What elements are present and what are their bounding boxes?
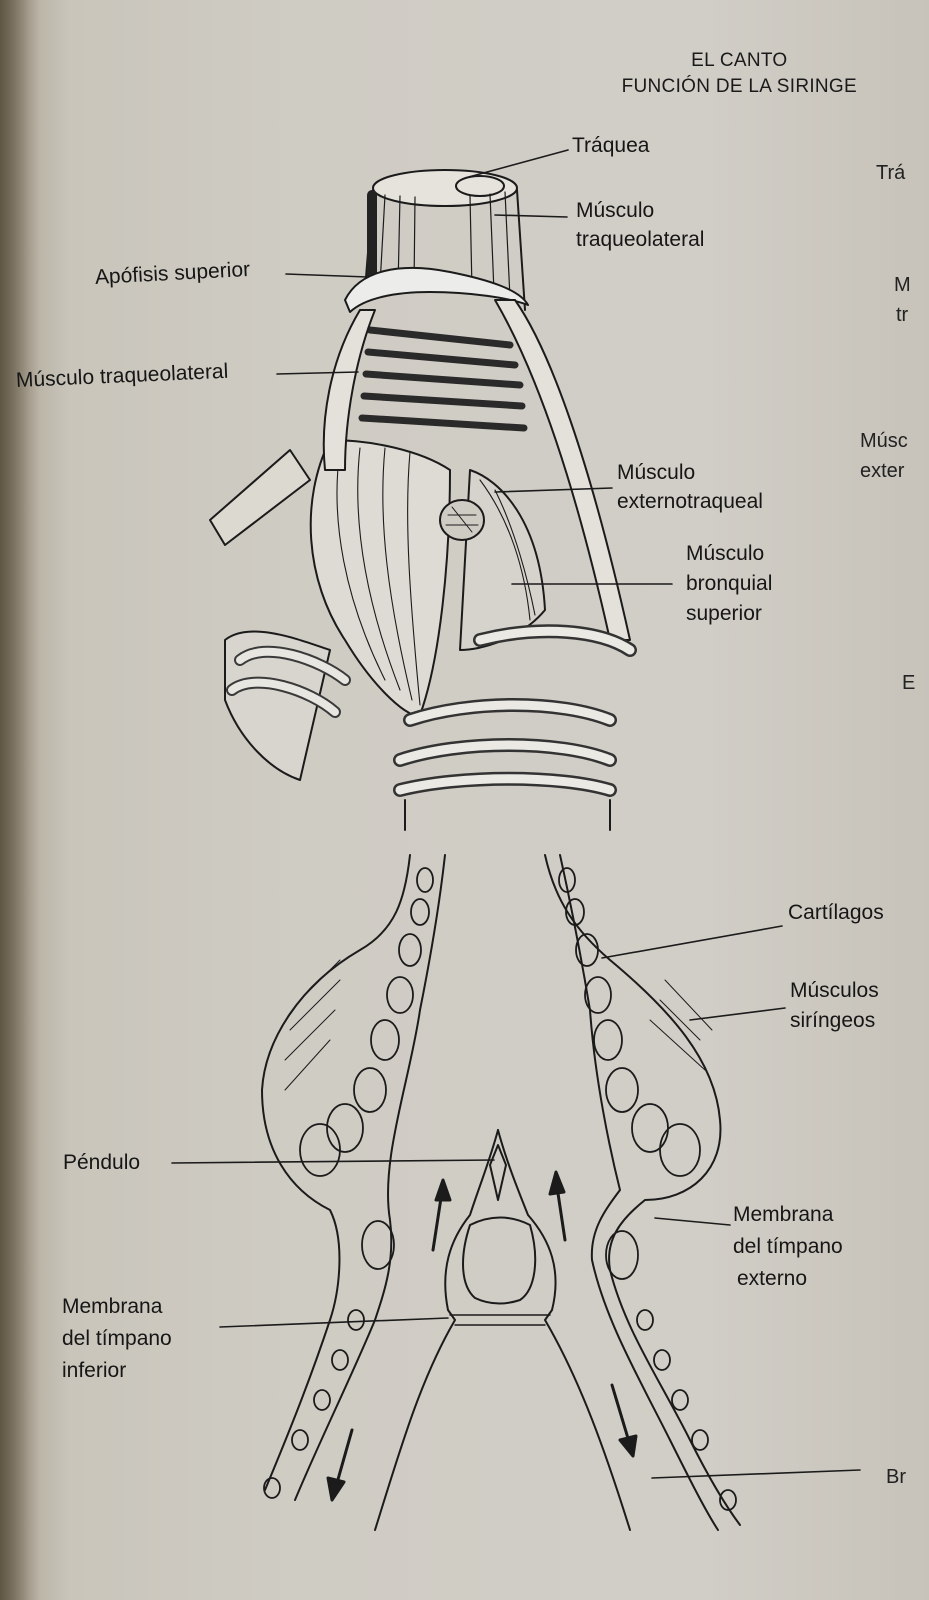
label-siringeos-line1: Músculos <box>790 979 879 1002</box>
label-timpano-externo-line3: externo <box>737 1267 808 1290</box>
label-timpano-inferior-line3: inferior <box>62 1359 127 1382</box>
page-header: EL CANTO FUNCIÓN DE LA SIRINGE <box>622 48 857 100</box>
header-line-2: FUNCIÓN DE LA SIRINGE <box>621 76 857 97</box>
book-gutter-shadow <box>0 0 40 1600</box>
trachea-drawing <box>209 169 637 831</box>
label-musculo-traqueolateral-right-line2: traqueolateral <box>576 228 705 251</box>
label-bronquial-line3: superior <box>686 602 762 625</box>
label-timpano-externo-line2: del tímpano <box>733 1235 843 1258</box>
label-siringeos-line2: siríngeos <box>790 1009 876 1032</box>
label-pendulo: Péndulo <box>63 1151 141 1174</box>
facing-page-fragment: M <box>894 274 911 296</box>
label-timpano-externo-line1: Membrana <box>733 1203 834 1226</box>
label-externotraqueal-line1: Músculo <box>617 461 696 484</box>
label-timpano-inferior-line2: del tímpano <box>62 1327 172 1350</box>
label-cartilagos: Cartílagos <box>788 901 884 924</box>
facing-page-fragment: exter <box>860 460 905 482</box>
header-line-1: EL CANTO <box>691 50 788 71</box>
facing-page-fragment: tr <box>896 304 909 326</box>
facing-page-fragment: Br <box>886 1466 906 1488</box>
label-bronquial-line2: bronquial <box>686 572 773 595</box>
facing-page-fragment: Trá <box>876 162 906 184</box>
syrinx-cross-section <box>261 854 741 1531</box>
facing-page-fragment: Músc <box>860 430 908 452</box>
label-externotraqueal-line2: externotraqueal <box>617 490 763 513</box>
label-bronquial-line1: Músculo <box>686 542 765 565</box>
label-leader-lines <box>171 149 861 1479</box>
label-musculo-traqueolateral-right-line1: Músculo <box>576 199 655 222</box>
label-timpano-inferior-line1: Membrana <box>62 1295 163 1318</box>
facing-page-fragment: E <box>902 672 916 694</box>
label-traquea: Tráquea <box>572 134 650 157</box>
